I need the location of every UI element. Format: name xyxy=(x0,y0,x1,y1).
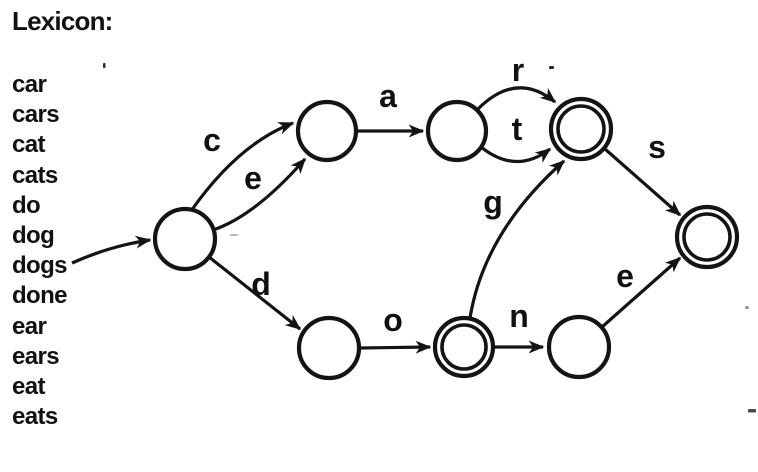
edge-label-c: c xyxy=(203,122,221,158)
state-after-n xyxy=(546,314,612,380)
state-after-d xyxy=(296,315,362,381)
edge-label-n: n xyxy=(509,298,529,334)
edge-label-e-bottom: e xyxy=(616,258,634,294)
lexicon-word: ear xyxy=(12,312,47,340)
scan-speck xyxy=(549,66,554,69)
accepting-state-car-cat-inner-ring xyxy=(556,104,606,154)
lexicon-word: done xyxy=(12,282,68,310)
scan-speck xyxy=(748,409,756,413)
scan-speck xyxy=(103,63,106,68)
edge-arrow-t xyxy=(480,145,552,164)
scan-speck xyxy=(745,306,749,309)
edge-label-g: g xyxy=(483,184,503,220)
edge-arrow-c xyxy=(189,121,295,212)
lexicon-word: dogs xyxy=(12,252,68,280)
edge-arrow-e-bottom xyxy=(600,256,682,329)
lexicon-word: dog xyxy=(12,221,55,249)
edge-label-d: d xyxy=(251,266,271,302)
lexicon-word-list: car cars cat cats do dog dogs done ear e… xyxy=(12,70,68,432)
lexicon-word: car xyxy=(12,71,47,98)
lexicon-word: cars xyxy=(12,101,60,129)
edge-label-s: s xyxy=(648,129,666,165)
edge-label-a: a xyxy=(379,78,397,114)
edge-arrow-g xyxy=(468,159,566,319)
start-arrow xyxy=(71,235,152,265)
edge-arrow-s xyxy=(603,147,682,217)
lexicon-word: eat xyxy=(12,372,45,400)
lexicon-word: do xyxy=(12,191,41,219)
edge-arrow-d xyxy=(208,255,302,331)
accepting-state-do-inner-ring xyxy=(440,323,488,371)
accepting-state-plural-inner-ring xyxy=(682,212,732,262)
edge-arrow-r xyxy=(475,86,557,112)
lexicon-word: ears xyxy=(12,342,60,370)
lexicon-word: cats xyxy=(12,161,58,189)
edge-arrow-o xyxy=(359,340,432,354)
edge-label-t: t xyxy=(512,111,523,147)
edge-arrow-e-top xyxy=(212,157,307,232)
lexicon-title: Lexicon: xyxy=(12,6,113,36)
edge-label-e-top: e xyxy=(244,160,262,196)
scan-speck xyxy=(230,234,238,236)
state-after-c-e xyxy=(295,99,359,163)
state-start xyxy=(152,206,218,272)
accepting-state-plural xyxy=(674,204,740,270)
edge-label-o: o xyxy=(383,302,403,338)
state-after-a xyxy=(425,99,489,163)
lexicon-word: eats xyxy=(12,403,58,431)
edge-label-r: r xyxy=(512,52,524,88)
lexicon-word: cat xyxy=(12,131,45,159)
accepting-state-car-cat xyxy=(548,96,614,162)
